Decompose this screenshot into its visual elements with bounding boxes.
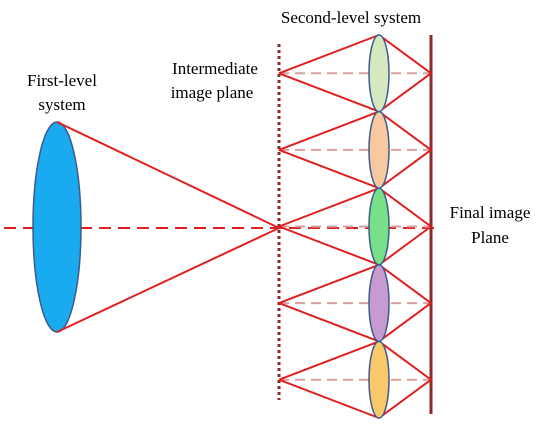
sub-ray [278,187,380,228]
sub-ray [278,378,380,419]
sub-ray [378,340,432,381]
sub-ray [278,340,380,381]
sub-ray [378,378,432,419]
intermediate-plane-label-line1: Intermediate [172,59,258,78]
final-plane-label-line2: Plane [471,228,509,247]
intermediate-plane-label-line2: image plane [171,83,254,102]
lenslet [368,340,390,419]
sub-ray [278,302,380,343]
sub-ray [378,302,432,343]
sub-ray [278,225,380,266]
sub-ray [378,110,432,151]
second-level-subsystems [278,34,432,419]
sub-ray [278,263,380,305]
lenslet [368,110,390,189]
sub-ray [378,149,432,190]
lenslet [368,34,390,113]
first-level-label-line1: First-level [27,71,97,90]
second-level-lenslets [368,34,390,419]
first-level-label-line2: system [38,95,85,114]
sub-ray [378,263,432,304]
sub-ray [378,225,432,266]
sub-ray [278,34,380,75]
sub-ray [278,148,380,190]
ray-bottom-converging [56,227,280,333]
lenslet [368,264,390,343]
first-level-lens [32,121,82,333]
sub-ray [378,34,432,75]
sub-ray [378,187,432,228]
sub-ray [278,72,380,113]
final-plane-label-line1: Final image [450,203,531,222]
lenslet [368,187,390,266]
sub-ray [278,110,380,151]
ray-top-converging [56,121,280,229]
second-level-label: Second-level system [281,8,421,27]
sub-ray [378,72,432,113]
